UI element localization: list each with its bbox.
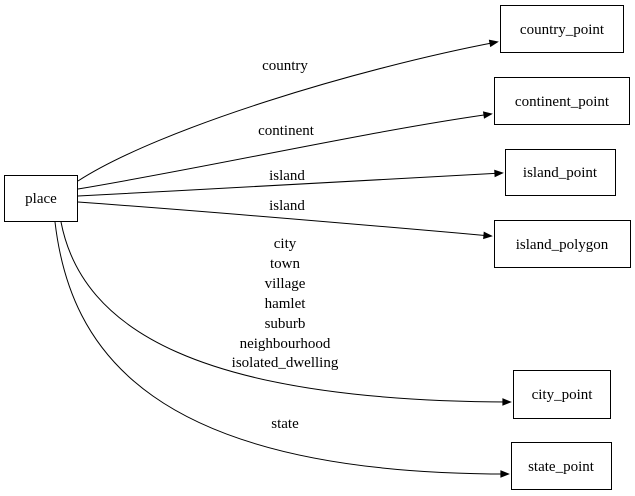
node-state-point: state_point [511, 442, 612, 490]
edge-label-line-isolated-dwelling: isolated_dwelling [232, 355, 339, 371]
node-place-box [4, 175, 78, 222]
node-state-point-label: state_point [528, 459, 595, 475]
node-country-point-label: country_point [520, 22, 605, 38]
node-island-polygon-box [494, 220, 631, 268]
node-state-point-box [511, 442, 612, 490]
node-continent-point-box [494, 77, 630, 125]
edge-place-continent-point [77, 114, 491, 190]
edge-label-line-town: town [270, 256, 301, 272]
node-island-point-box [505, 149, 616, 196]
edge-label-line-suburb: suburb [265, 316, 306, 332]
node-island-point: island_point [505, 149, 616, 196]
node-place: place [4, 175, 78, 222]
edge-place-island-point [77, 173, 502, 197]
node-continent-point: continent_point [494, 77, 630, 125]
node-island-polygon-label: island_polygon [516, 237, 609, 253]
edge-place-city-point [60, 221, 510, 402]
node-country-point: country_point [500, 5, 624, 53]
edge-label-island-polygon: island [269, 198, 305, 214]
node-continent-point-label: continent_point [515, 94, 610, 110]
edge-label-line-neighbourhood: neighbourhood [240, 336, 331, 352]
edge-place-country-point [77, 42, 497, 182]
node-country-point-box [500, 5, 624, 53]
node-place-label: place [25, 191, 57, 207]
node-city-point: city_point [513, 370, 611, 419]
edge-label-line-hamlet: hamlet [265, 296, 307, 312]
node-island-polygon: island_polygon [494, 220, 631, 268]
edge-label-continent: continent [258, 123, 315, 139]
node-island-point-label: island_point [523, 165, 598, 181]
edge-place-island-polygon [77, 201, 491, 236]
edge-label-line-village: village [265, 276, 306, 292]
edge-label-line-city: city [274, 236, 297, 252]
edge-label-state: state [271, 416, 299, 432]
node-city-point-label: city_point [532, 387, 594, 403]
edge-place-state-point [54, 221, 508, 474]
edge-label-island-point: island [269, 168, 305, 184]
node-city-point-box [513, 370, 611, 419]
edge-label-city-point: city town village hamlet suburb neighbou… [232, 236, 339, 371]
edge-label-country: country [262, 58, 308, 74]
